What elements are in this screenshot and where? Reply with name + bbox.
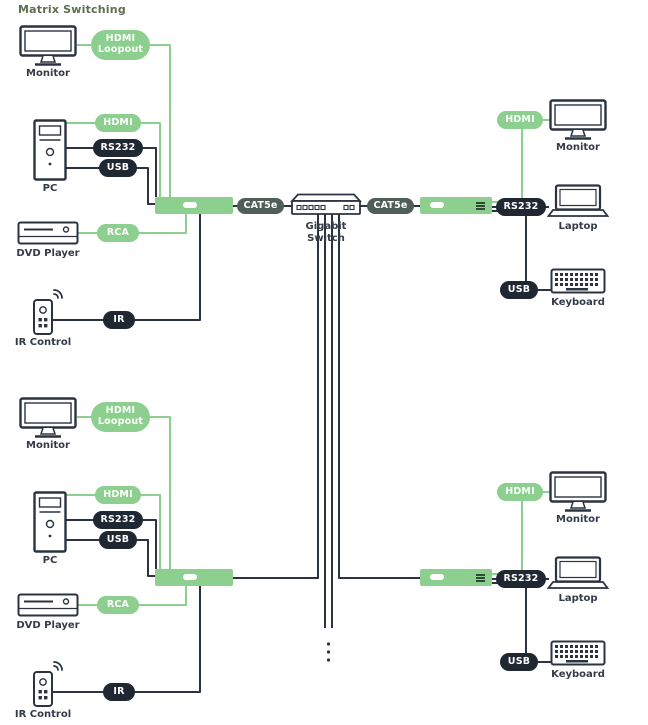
- pc-icon: [33, 119, 67, 181]
- wire-trunk-rx-bottom: [338, 212, 421, 579]
- cat5e-pill-right: CAT5e: [367, 198, 414, 214]
- pc-icon: [33, 491, 67, 553]
- rs232-pill: RS232: [93, 139, 143, 157]
- receiver-slot: [430, 574, 444, 580]
- monitor-label: Monitor: [556, 514, 600, 525]
- ir-remote-icon: [30, 661, 70, 707]
- wire-ir-top: [50, 214, 201, 321]
- ir-pill: IR: [103, 311, 135, 329]
- continuation-dots: [326, 642, 331, 662]
- monitor-icon: [549, 99, 607, 141]
- rs232-pill: RS232: [496, 570, 546, 588]
- keyboard-label: Keyboard: [551, 669, 605, 680]
- ir-remote-icon: [30, 289, 70, 335]
- hdmi-loopout-pill: HDMI Loopout: [91, 402, 150, 432]
- receiver-port-marks: [476, 574, 485, 576]
- receiver-unit: [420, 569, 492, 586]
- usb-pill: USB: [99, 531, 137, 549]
- rca-pill: RCA: [97, 224, 139, 242]
- dvd-player-label: DVD Player: [16, 620, 80, 631]
- hdmi-pill: HDMI: [497, 111, 543, 129]
- dvd-player-icon: [17, 221, 79, 245]
- transmitter-slot: [183, 574, 197, 580]
- usb-pill: USB: [500, 653, 538, 671]
- receiver-unit: [420, 197, 492, 214]
- rs232-pill: RS232: [496, 198, 546, 216]
- gigabit-switch-label: Gigabit Switch: [305, 221, 347, 244]
- monitor-label: Monitor: [26, 440, 70, 451]
- keyboard-icon: [550, 268, 606, 294]
- laptop-icon: [547, 556, 609, 590]
- rs232-pill: RS232: [93, 511, 143, 529]
- hdmi-loopout-pill: HDMI Loopout: [91, 30, 150, 60]
- wire-trunk-tx-bottom: [232, 212, 319, 579]
- usb-pill: USB: [99, 159, 137, 177]
- ir-control-label: IR Control: [14, 337, 72, 348]
- monitor-icon: [19, 397, 77, 439]
- pc-label: PC: [42, 183, 58, 194]
- hdmi-pill: HDMI: [95, 114, 141, 132]
- receiver-port-marks: [476, 202, 485, 204]
- pc-label: PC: [42, 555, 58, 566]
- monitor-icon: [19, 25, 77, 67]
- page-title: Matrix Switching: [18, 3, 126, 16]
- ir-control-label: IR Control: [14, 709, 72, 720]
- transmitter-unit: [155, 197, 233, 214]
- keyboard-icon: [550, 640, 606, 666]
- dvd-player-icon: [17, 593, 79, 617]
- usb-pill: USB: [500, 281, 538, 299]
- monitor-label: Monitor: [26, 68, 70, 79]
- hdmi-pill: HDMI: [95, 486, 141, 504]
- receiver-slot: [430, 202, 444, 208]
- cat5e-pill-left: CAT5e: [237, 198, 284, 214]
- laptop-icon: [547, 184, 609, 218]
- hdmi-pill: HDMI: [497, 483, 543, 501]
- monitor-icon: [549, 471, 607, 513]
- keyboard-label: Keyboard: [551, 297, 605, 308]
- dvd-player-label: DVD Player: [16, 248, 80, 259]
- laptop-label: Laptop: [558, 221, 598, 232]
- transmitter-slot: [183, 202, 197, 208]
- monitor-label: Monitor: [556, 142, 600, 153]
- gigabit-switch-icon: [290, 193, 362, 216]
- transmitter-unit: [155, 569, 233, 586]
- rca-pill: RCA: [97, 596, 139, 614]
- ir-pill: IR: [103, 683, 135, 701]
- wire-ir-bottom: [50, 586, 201, 693]
- laptop-label: Laptop: [558, 593, 598, 604]
